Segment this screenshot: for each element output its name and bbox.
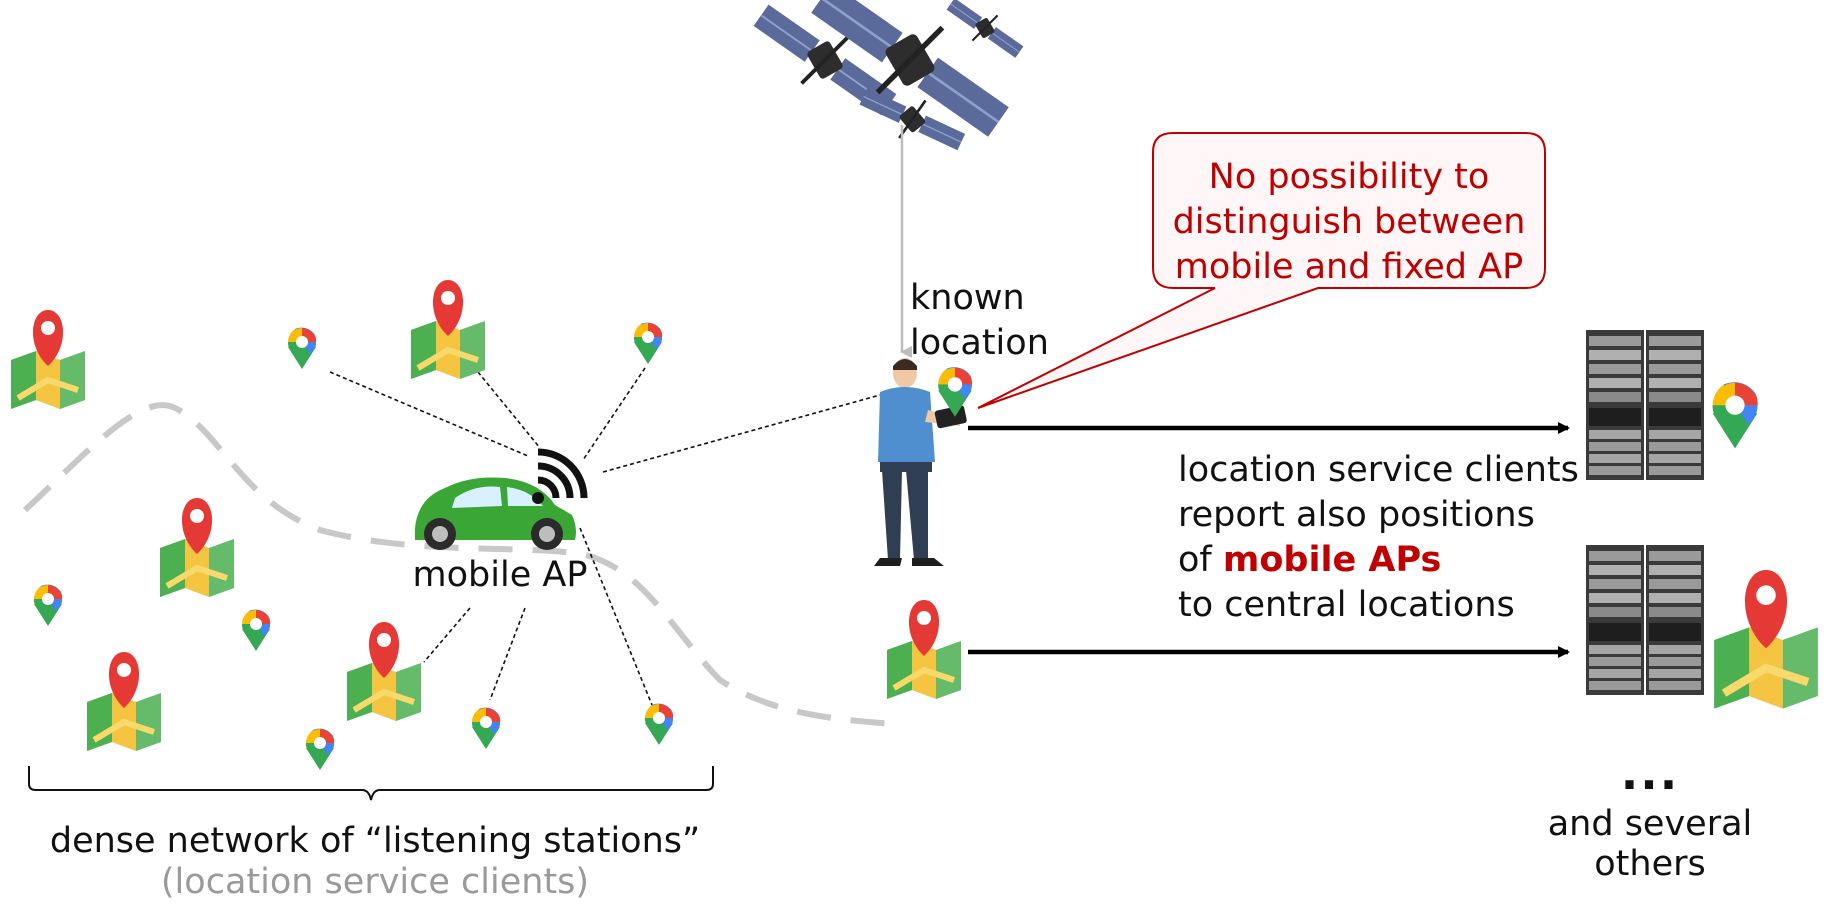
others-label: and several others <box>1547 804 1753 884</box>
location-pin-icon <box>935 365 975 417</box>
mobile-ap-label: mobile AP <box>412 555 588 595</box>
map-icon <box>1714 570 1818 709</box>
report-line-3-prefix: of <box>1178 540 1223 580</box>
callout-line: No possibility to <box>1208 157 1490 197</box>
report-line-1: location service clients <box>1178 450 1579 490</box>
known-line: known <box>910 278 1025 318</box>
report-line-3: of mobile APs <box>1178 538 1598 583</box>
ellipsis: ... <box>1620 746 1680 800</box>
callout-text: No possibility to distinguish between mo… <box>1154 155 1544 290</box>
wifi-icon <box>532 448 588 504</box>
callout-line: distinguish between <box>1172 202 1526 242</box>
location-pin-icon <box>1709 379 1761 449</box>
location-line: location <box>910 323 1049 363</box>
road-path <box>22 402 901 728</box>
report-line-2: report also positions <box>1178 495 1535 535</box>
report-text: location service clients report also pos… <box>1178 448 1598 628</box>
report-line-4: to central locations <box>1178 585 1515 625</box>
server-rack-icon <box>1586 330 1704 695</box>
link-lines <box>329 367 881 706</box>
network-subtitle: (location service clients) <box>160 862 590 902</box>
network-title: dense network of “listening stations” <box>49 821 701 861</box>
callout-bubble <box>977 132 1546 409</box>
mobile-aps-highlight: mobile APs <box>1222 540 1442 580</box>
satellite-icon <box>751 0 1025 167</box>
callout-line: mobile and fixed AP <box>1174 247 1524 287</box>
network-brace <box>28 766 714 801</box>
person-icon <box>874 358 967 566</box>
known-location-label: known location <box>910 276 1049 366</box>
